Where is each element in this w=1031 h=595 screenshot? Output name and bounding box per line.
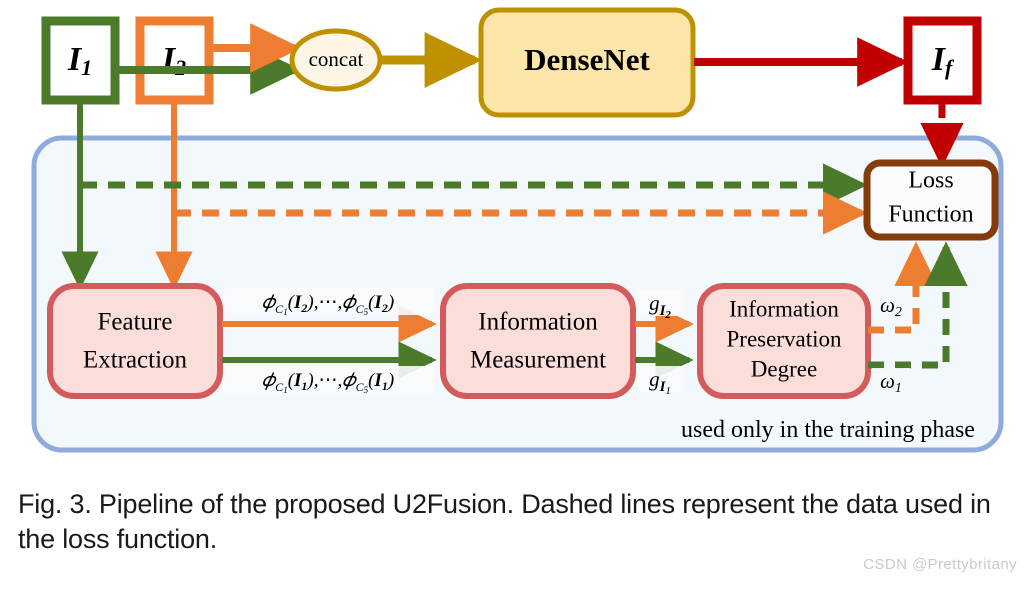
figure-caption: Fig. 3. Pipeline of the proposed U2Fusio… (18, 489, 991, 554)
edge-omega2-to-loss (868, 241, 938, 334)
information-measurement-box (440, 283, 636, 399)
fused-image-label: If (931, 41, 955, 80)
information-measurement-label-line1: Information (478, 309, 598, 336)
loss-function-box (863, 159, 999, 241)
edge-label-features-i1: 𝜙C1(I1),⋯,𝜙C5(I1) (223, 366, 433, 395)
training-phase-note: used only in the training phase (681, 417, 975, 443)
input-image-1-box (41, 16, 120, 105)
loss-function-label-line1: Loss (908, 168, 953, 194)
edge-label-omega1: ω1 (872, 368, 910, 396)
feature-extraction-box (47, 283, 223, 399)
feature-extraction-label-line1: Feature (98, 309, 173, 336)
input-image-1-label: I1 (67, 41, 92, 80)
densenet-label: DenseNet (524, 42, 650, 77)
concat-ellipse (289, 28, 383, 92)
information-measurement-label-line2: Measurement (470, 347, 606, 374)
concat-label: concat (309, 47, 364, 71)
information-preservation-degree-box (697, 283, 871, 399)
fused-image-box (903, 16, 982, 105)
information-preservation-label-line2: Preservation (727, 326, 842, 351)
pipeline-diagram: I1 I2 concat DenseNet If (31, 7, 1004, 453)
information-preservation-label-line1: Information (729, 296, 839, 321)
watermark: CSDN @Prettybritany (863, 556, 1017, 573)
loss-function-label-line2: Function (888, 202, 973, 228)
edge-label-features-i2: 𝜙C1(I2),⋯,𝜙C5(I2) (223, 288, 433, 317)
svg-text:𝜙C1(I2),⋯,𝜙C5(I2): 𝜙C1(I2),⋯,𝜙C5(I2) (262, 292, 394, 317)
feature-extraction-label-line2: Extraction (83, 347, 188, 374)
densenet-box (478, 7, 696, 118)
edge-label-omega2: ω2 (872, 292, 910, 320)
edge-label-g-i1: gI1 (638, 366, 684, 397)
edge-label-g-i2: gI2 (638, 290, 684, 321)
information-preservation-label-line3: Degree (751, 356, 817, 381)
